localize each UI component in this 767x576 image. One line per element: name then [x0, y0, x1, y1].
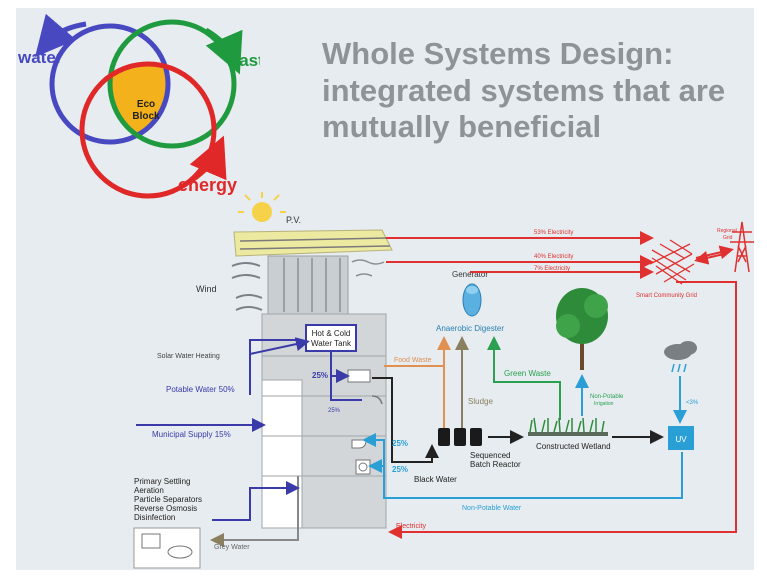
- tree-icon: [556, 288, 608, 370]
- electricity-40-label: 40% Electricity: [534, 254, 573, 260]
- generator-label: Generator: [452, 270, 488, 279]
- grey-water-label: Grey Water: [214, 544, 250, 551]
- constructed-wetland-icon: [529, 417, 605, 433]
- pv-panel-lines: [239, 237, 391, 250]
- wind-label: Wind: [196, 284, 217, 294]
- batch-reactor-icon: [438, 428, 482, 446]
- treatment-return-line: [212, 481, 300, 521]
- green-waste-line: [487, 336, 561, 420]
- smart-community-grid-icon: [649, 239, 695, 285]
- venn-energy-circle: [79, 61, 217, 199]
- pct-25-b: 25%: [392, 439, 408, 448]
- black-water-pipe: [372, 377, 439, 463]
- anaerobic-digester-icon: [462, 283, 482, 317]
- sink-icon: [347, 369, 371, 383]
- washing-machine-icon: [355, 459, 371, 475]
- anaerobic-digester-label: Anaerobic Digester: [436, 324, 504, 333]
- title-line-1: Whole Systems Design:: [322, 36, 674, 71]
- smart-grid-label: Smart Community Grid: [636, 293, 697, 299]
- venn-waste-circle: [107, 19, 237, 149]
- wind-turbine-blades: [283, 258, 341, 312]
- regional-to-grid-arrow: [694, 250, 725, 265]
- energy-arrow-icon: [189, 135, 227, 183]
- venn-label-waste: waste: [225, 51, 260, 70]
- building-front-column: [261, 379, 303, 529]
- regional-grid-label-2: Grid: [723, 235, 733, 241]
- venn-water-circle: [49, 23, 171, 145]
- treatment-step-2: Aeration: [134, 486, 164, 495]
- treatment-step-3: Particle Separators: [134, 495, 202, 504]
- electricity-bottom-label: Electricity: [396, 523, 426, 530]
- solar-water-heating-label: Solar Water Heating: [157, 353, 220, 360]
- venn-label-water: water: [17, 48, 63, 67]
- treatment-step-5: Disinfection: [134, 513, 175, 522]
- shower-icon: [371, 395, 383, 405]
- uv-box: [668, 426, 694, 450]
- waste-arrow-icon: [204, 27, 243, 75]
- pct-small-label: <3%: [686, 400, 699, 406]
- regional-grid-label-1: Regional: [717, 228, 737, 234]
- sludge-label: Sludge: [468, 397, 493, 406]
- treatment-steps-list: Primary Settling Aeration Particle Separ…: [134, 477, 202, 522]
- constructed-wetland-label: Constructed Wetland: [536, 442, 611, 451]
- green-waste-label: Green Waste: [504, 369, 551, 378]
- non-potable-water-line: [362, 433, 683, 499]
- building-floor-lines: [262, 355, 386, 477]
- rain-cloud-icon: [664, 341, 697, 373]
- title-line-2: integrated systems that are: [322, 73, 726, 108]
- solar-water-heating-line: [249, 337, 310, 355]
- wind-icon: [231, 262, 263, 311]
- black-water-label: Black Water: [414, 475, 457, 484]
- electricity-return-line: [388, 281, 737, 539]
- treatment-step-4: Reverse Osmosis: [134, 504, 197, 513]
- potable-water-label: Potable Water 50%: [166, 385, 235, 394]
- irrigation-label-2: Irrigation: [594, 401, 614, 407]
- wetland-bed: [528, 432, 608, 436]
- tank-to-shower-line: [330, 376, 362, 401]
- sequenced-label-1: Sequenced: [470, 451, 510, 460]
- venn-label-energy: energy: [178, 175, 237, 195]
- non-potable-water-label: Non-Potable Water: [462, 505, 522, 512]
- title-line-3: mutually beneficial: [322, 109, 602, 144]
- sun-icon: [238, 192, 286, 222]
- potable-water-line: [249, 339, 300, 395]
- food-waste-label: Food Waste: [394, 357, 432, 364]
- water-arrow-icon: [34, 13, 87, 58]
- treatment-step-1: Primary Settling: [134, 477, 190, 486]
- tank-label-1: Hot & Cold: [312, 329, 351, 338]
- pv-roof-panel: [233, 229, 393, 257]
- pct-25-a: 25%: [312, 371, 328, 380]
- municipal-supply-label: Municipal Supply 15%: [152, 430, 231, 439]
- venn-center-label-1: Eco: [137, 99, 155, 110]
- venn-center-label-2: Block: [132, 111, 160, 122]
- pct-25-shower: 25%: [328, 408, 341, 414]
- sequenced-label-2: Batch Reactor: [470, 460, 521, 469]
- tank-label-2: Water Tank: [311, 339, 352, 348]
- electricity-53-label: 53% Electricity: [534, 230, 573, 236]
- pct-25-c: 25%: [392, 465, 408, 474]
- grey-water-line: [210, 476, 299, 547]
- electricity-7-label: 7% Electricity: [534, 266, 570, 272]
- wind-turbine-structure: [267, 255, 349, 315]
- irrigation-label-1: Non-Potable: [590, 394, 624, 400]
- roof-wind-icon: [351, 259, 385, 277]
- transmission-tower-icon: [730, 221, 754, 273]
- toilet-icon: [351, 439, 367, 449]
- eco-block-venn-diagram: water waste energy Eco Block: [17, 13, 260, 199]
- uv-label: UV: [675, 435, 687, 444]
- pv-label: P.V.: [286, 215, 301, 225]
